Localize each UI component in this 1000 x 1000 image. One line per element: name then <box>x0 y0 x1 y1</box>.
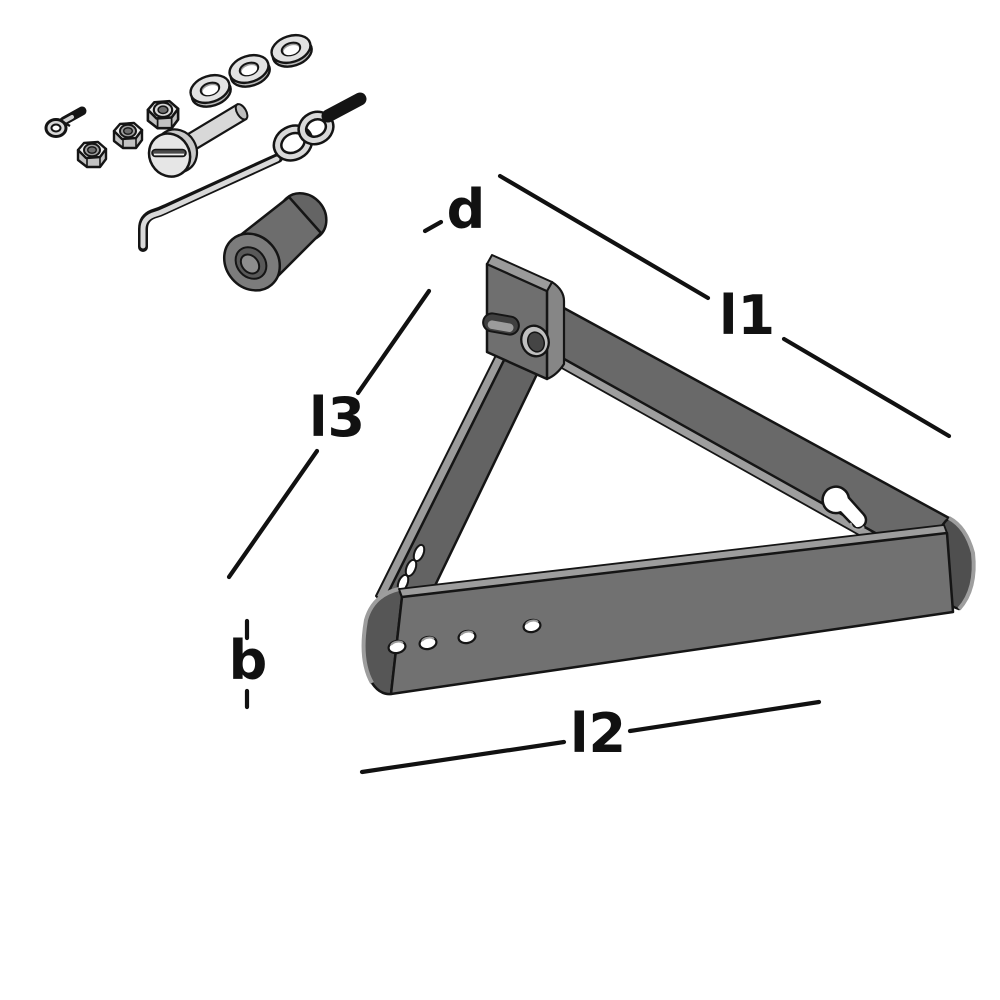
slotted-bolt-icon <box>147 103 249 178</box>
keyhole-slot <box>821 485 868 531</box>
bottom-band-holes <box>387 618 542 655</box>
tab-slot <box>482 312 520 336</box>
hex-nut-icon <box>76 140 108 169</box>
dim-label-d: d <box>447 178 486 241</box>
bracket-apex-tab <box>482 254 566 381</box>
dim-line-l1-b <box>781 336 952 439</box>
dim-tick-d <box>422 219 444 234</box>
washer-icon <box>270 33 313 68</box>
bracket-bottom-band <box>361 524 955 696</box>
hex-nut-icon <box>112 121 144 150</box>
dim-label-l3: l3 <box>309 386 365 449</box>
dim-label-l1: l1 <box>719 284 775 347</box>
washer-icon <box>189 73 232 108</box>
dim-line-l1-a <box>497 173 711 301</box>
hardware-kit <box>44 33 367 292</box>
dim-line-l3-b <box>226 448 320 580</box>
threaded-end <box>321 92 367 123</box>
eye-screw-icon <box>44 106 87 138</box>
dim-line-l2-a <box>359 739 567 775</box>
hook-rod-icon <box>138 92 367 252</box>
lock-nut-icon <box>146 99 180 130</box>
dimensions: d l1 l3 b l2 <box>226 173 952 775</box>
dim-line-l3-a <box>355 288 432 396</box>
roller-spacer-icon <box>222 191 328 292</box>
triangular-bracket <box>361 254 976 696</box>
tab-hole <box>520 324 550 358</box>
dim-label-l2: l2 <box>570 702 626 765</box>
dim-label-b: b <box>229 629 268 692</box>
dim-line-l2-b <box>627 699 822 734</box>
washer-icon <box>228 53 271 88</box>
